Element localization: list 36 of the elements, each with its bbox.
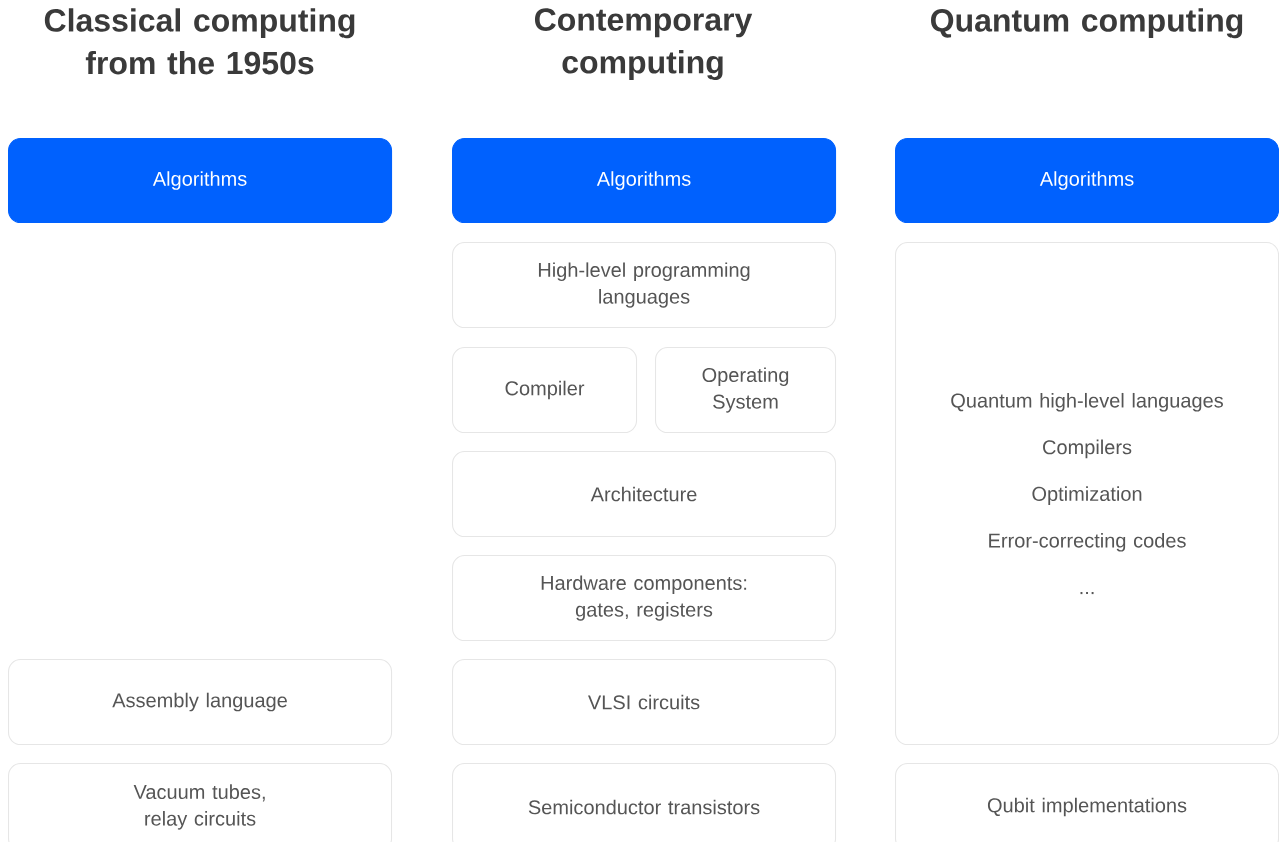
layer-box <box>8 763 393 842</box>
layer-text: Architecture <box>590 486 697 502</box>
algorithms-header-box <box>8 138 393 224</box>
header-text: Algorithms <box>596 171 691 190</box>
layer-text: Vacuum tubes, relay circuits <box>133 784 265 830</box>
algorithms-header-box <box>895 138 1279 224</box>
layer-box <box>8 659 393 746</box>
layer-box <box>452 763 837 842</box>
layer-box <box>655 347 837 434</box>
node-label: Error-correcting codes <box>989 532 1186 552</box>
layer-box <box>895 242 1279 746</box>
layer-box <box>452 347 638 434</box>
layer-text: Qubit implementations <box>987 797 1187 817</box>
layer-list: Quantum high-level languages Compilers Optimization Error-correcting codes ... <box>951 392 1223 595</box>
layer-box <box>452 242 837 329</box>
layer-text: Semiconductor transistors <box>528 799 760 815</box>
layer-text: Operating System <box>702 367 789 413</box>
column-heading: Classical computing from the 1950s <box>44 8 355 75</box>
layer-box <box>452 659 837 746</box>
node-label: Optimization <box>1032 486 1142 505</box>
layer-text: High-level programming languages <box>538 262 750 308</box>
layer-text: Compiler <box>505 380 585 400</box>
layer-text: Assembly language <box>112 692 287 712</box>
node-label: ... <box>1080 591 1094 595</box>
column-heading: Quantum computing <box>931 8 1243 39</box>
layer-box <box>452 451 837 538</box>
layer-box <box>452 555 837 642</box>
node-label: Compilers <box>1043 439 1132 459</box>
column-heading: Contemporary computing <box>534 8 753 81</box>
layer-box <box>895 763 1279 842</box>
algorithms-header-box <box>452 138 837 224</box>
header-text: Algorithms <box>152 171 247 190</box>
layer-text: VLSI circuits <box>588 694 700 710</box>
layer-text: Hardware components: gates, registers <box>541 575 747 621</box>
node-label: Quantum high-level languages <box>951 392 1223 412</box>
header-text: Algorithms <box>1039 171 1134 190</box>
